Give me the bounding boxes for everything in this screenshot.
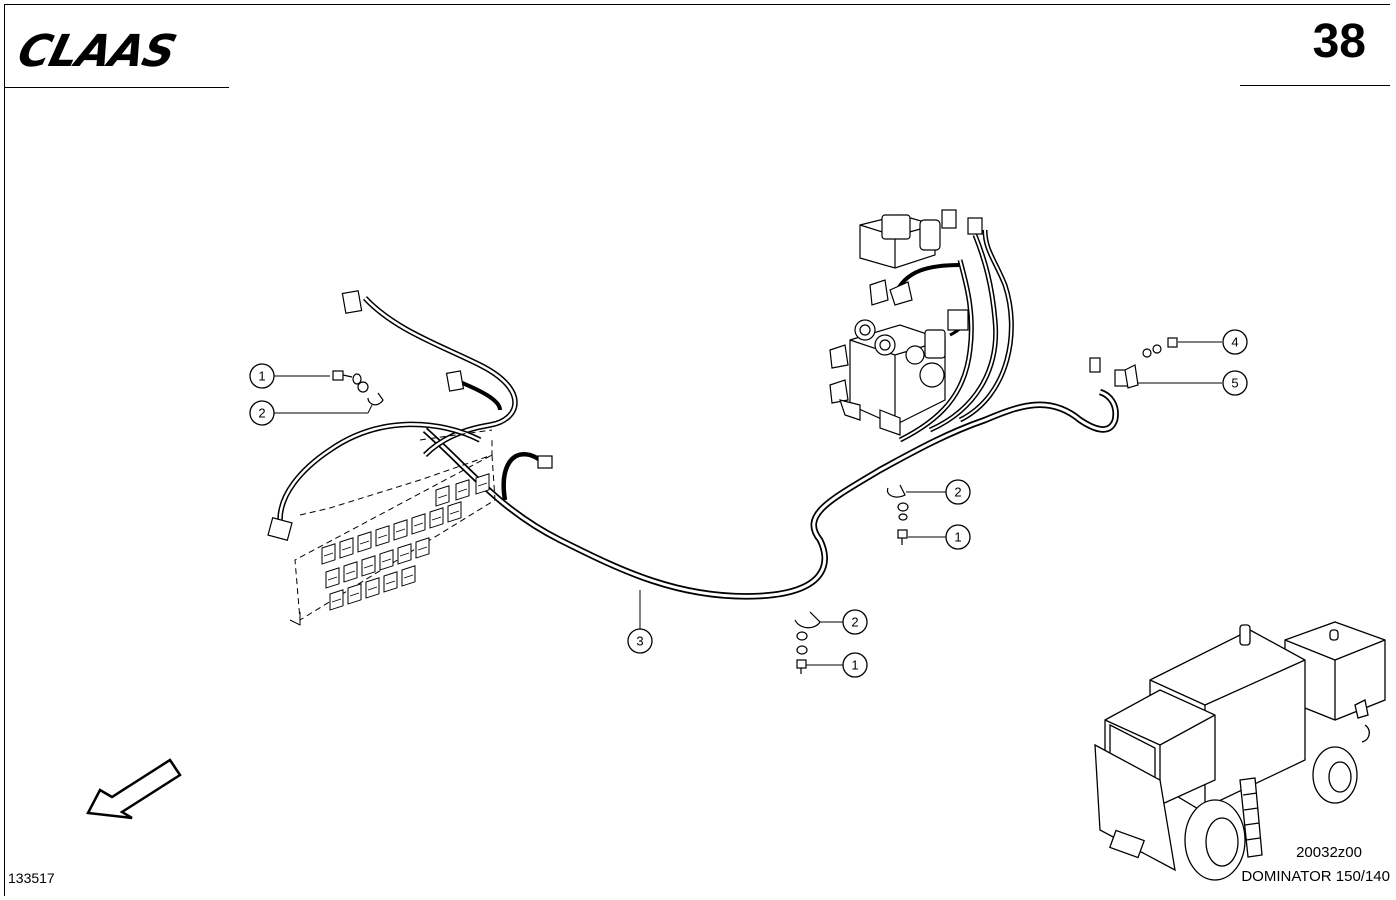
drawing-code: 20032z00: [1296, 844, 1362, 861]
relay: [379, 549, 394, 571]
relay-detail: [413, 522, 424, 527]
callout-2: 2: [842, 609, 868, 635]
header-rule-left: [4, 87, 229, 88]
svg-text:4: 4: [1231, 335, 1238, 350]
svg-text:2: 2: [851, 615, 858, 630]
relay: [455, 479, 470, 501]
relay: [343, 561, 358, 583]
relay: [435, 485, 450, 507]
relay-detail: [341, 546, 352, 551]
callout-1: 1: [249, 363, 275, 389]
relay-detail: [403, 574, 414, 579]
relay: [375, 525, 390, 547]
svg-text:1: 1: [258, 369, 265, 384]
doc-number: 133517: [8, 870, 55, 886]
relay: [347, 583, 362, 605]
svg-text:CLAAS: CLAAS: [13, 26, 181, 77]
callout-5: 5: [1222, 370, 1248, 396]
relay-detail: [367, 586, 378, 591]
relay: [325, 567, 340, 589]
callout-3: 3: [627, 628, 653, 654]
relay-detail: [323, 552, 334, 557]
model-name: DOMINATOR 150/140: [1241, 868, 1390, 885]
relay: [447, 501, 462, 523]
leader-lines: [274, 341, 1222, 666]
callout-2: 2: [249, 400, 275, 426]
combine-harvester-illustration: [1094, 621, 1386, 881]
relay-detail: [331, 598, 342, 603]
fasteners: [332, 337, 1178, 674]
relay-detail: [359, 540, 370, 545]
relay-detail: [449, 510, 460, 515]
relay-detail: [417, 546, 428, 551]
relay-detail: [477, 482, 488, 487]
relay: [475, 473, 490, 495]
callout-4: 4: [1222, 329, 1248, 355]
relay: [365, 577, 380, 599]
relay: [397, 543, 412, 565]
relay-detail: [399, 552, 410, 557]
relay: [401, 565, 416, 587]
callout-2: 2: [945, 479, 971, 505]
valve-block: [829, 209, 983, 436]
claas-logo: CLAAS: [13, 26, 181, 77]
callouts: 1 2 4 5 2 1 3 2 1: [249, 329, 1248, 678]
svg-text:1: 1: [851, 658, 858, 673]
relay: [411, 513, 426, 535]
relay-detail: [437, 494, 448, 499]
relay-detail: [395, 528, 406, 533]
wiring-harness: [277, 229, 1119, 600]
relay: [415, 537, 430, 559]
relay-detail: [349, 592, 360, 597]
relay: [357, 531, 372, 553]
relay-detail: [457, 488, 468, 493]
relay: [329, 589, 344, 611]
harness-connectors: [267, 290, 1132, 542]
relay-detail: [385, 580, 396, 585]
control-board: [289, 429, 496, 626]
svg-text:1: 1: [954, 530, 961, 545]
svg-text:2: 2: [954, 485, 961, 500]
relay: [393, 519, 408, 541]
svg-text:2: 2: [258, 406, 265, 421]
svg-text:3: 3: [636, 634, 643, 649]
relay-detail: [431, 516, 442, 521]
relay-array: [321, 473, 490, 611]
direction-arrow-icon: [86, 758, 182, 820]
relay: [429, 507, 444, 529]
relay-detail: [345, 570, 356, 575]
relay-detail: [363, 564, 374, 569]
callout-1: 1: [842, 652, 868, 678]
callout-1: 1: [945, 524, 971, 550]
relay: [321, 543, 336, 565]
relay: [361, 555, 376, 577]
header-rule-right: [1240, 85, 1390, 86]
relay-detail: [381, 558, 392, 563]
svg-text:5: 5: [1231, 376, 1238, 391]
relay-detail: [377, 534, 388, 539]
relay: [383, 571, 398, 593]
relay: [339, 537, 354, 559]
relay-detail: [327, 576, 338, 581]
page-number: 38: [1312, 15, 1366, 68]
